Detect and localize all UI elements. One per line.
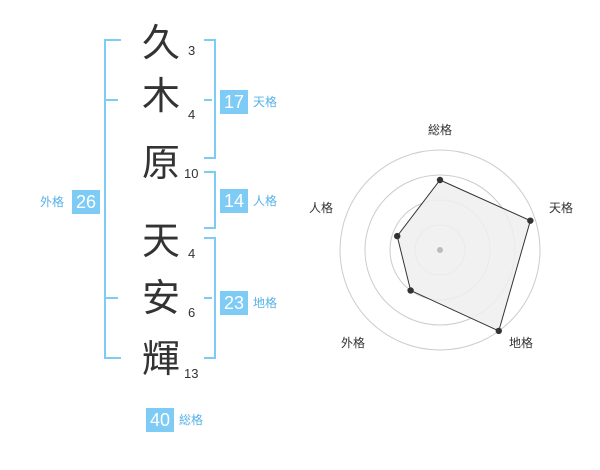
stroke-count-6: 13 (184, 366, 199, 381)
name-char-6: 輝 (141, 337, 180, 381)
name-char-5: 安 (141, 276, 180, 320)
radar-chart (339, 149, 541, 351)
radar-axis-label-soukaku: 総格 (428, 123, 453, 137)
name-char-2: 木 (141, 74, 180, 118)
radar-series-polygon (396, 179, 531, 332)
jinkaku-bracket (204, 171, 216, 229)
chikaku-bracket (204, 237, 216, 359)
soukaku-label: 総格 (179, 413, 204, 427)
jinkaku-badge: 14 (220, 189, 248, 213)
radar-axis-label-tenkaku: 天格 (549, 201, 574, 215)
radar-axis-label-gaikaku: 外格 (341, 336, 366, 350)
tenkaku-bracket (204, 39, 216, 159)
radar-point-3 (495, 327, 502, 335)
radar-point-4 (407, 287, 414, 294)
radar-point-2 (527, 217, 534, 224)
gaikaku-bracket (104, 39, 121, 359)
jinkaku-label: 人格 (253, 194, 278, 208)
radar-point-1 (436, 176, 444, 184)
stroke-brackets (104, 39, 216, 359)
radar-axis-label-jinkaku: 人格 (309, 201, 334, 215)
radar-point-5 (394, 232, 401, 240)
radar-axis-label-chikaku: 地格 (509, 336, 534, 350)
stroke-count-1: 3 (188, 43, 196, 58)
stroke-count-2: 4 (188, 107, 196, 122)
stroke-count-5: 6 (188, 305, 196, 320)
stroke-count-4: 4 (188, 246, 196, 261)
stroke-count-3: 10 (184, 166, 199, 181)
tenkaku-label: 天格 (253, 95, 278, 109)
soukaku-badge: 40 (146, 408, 174, 432)
chikaku-label: 地格 (253, 296, 278, 310)
name-char-3: 原 (141, 141, 180, 185)
gaikaku-label: 外格 (40, 195, 65, 209)
gaikaku-badge: 26 (72, 190, 100, 214)
radar-ring-4 (339, 149, 541, 351)
radar-center-dot (437, 247, 443, 253)
name-char-4: 天 (141, 219, 180, 263)
tenkaku-badge: 17 (220, 90, 248, 114)
chikaku-badge: 23 (220, 291, 248, 315)
name-char-1: 久 (141, 21, 180, 65)
